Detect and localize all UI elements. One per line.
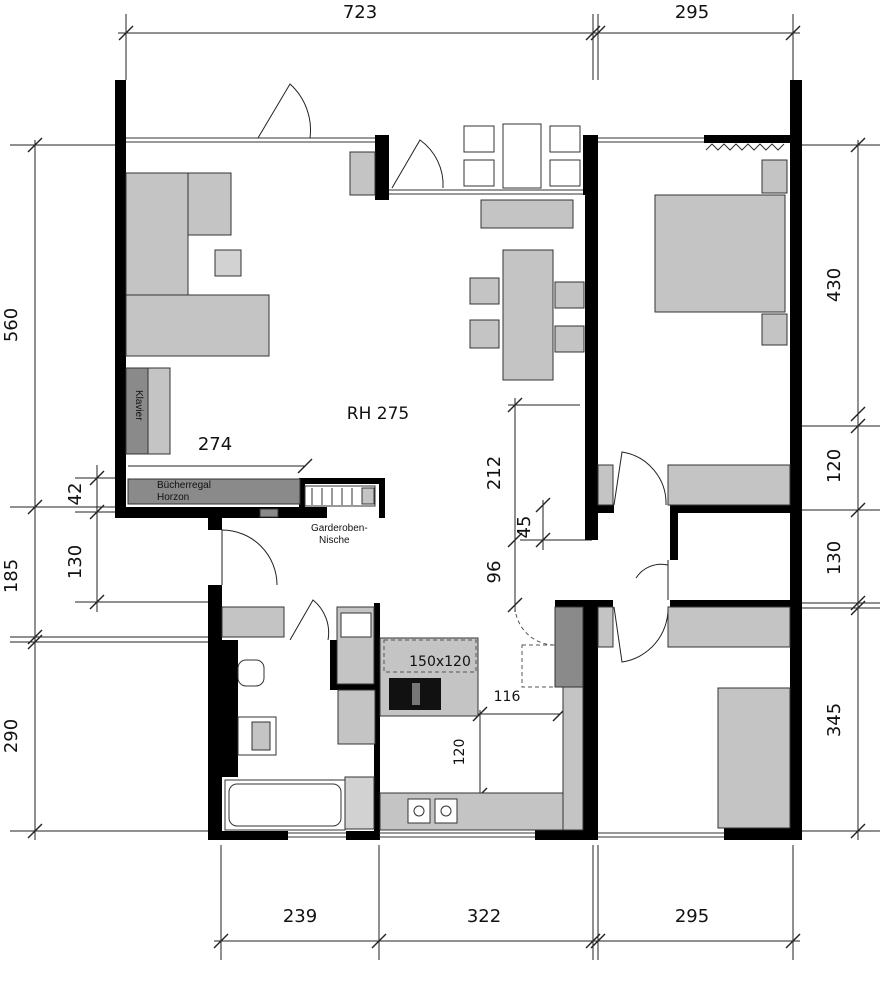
island-size-label: 150x120 [409, 654, 471, 670]
dim-right-upper: 430 [824, 268, 845, 302]
furniture [125, 123, 791, 831]
bookshelf-label-1: Bücherregal [157, 480, 211, 491]
dimension-lines [10, 14, 880, 960]
dim-right-130: 130 [824, 541, 845, 575]
doors [221, 83, 669, 688]
walls [115, 80, 802, 840]
dim-inner-116: 116 [494, 689, 521, 705]
dim-right-120: 120 [824, 449, 845, 483]
dimension-labels: 723 295 239 322 295 560 185 290 42 130 4… [1, 2, 845, 927]
dim-bottom-right: 295 [675, 906, 709, 927]
dim-inner-120: 120 [452, 739, 468, 766]
bed [654, 194, 786, 313]
dim-inner-212: 212 [484, 456, 505, 490]
dim-right-lower: 345 [824, 703, 845, 737]
dim-inner-96: 96 [484, 561, 505, 584]
side-table [214, 249, 242, 277]
room-height-label: RH 275 [347, 404, 409, 424]
wardrobe-label-2: Nische [319, 535, 350, 546]
piano-label: Klavier [133, 390, 144, 421]
bookshelf [127, 478, 301, 505]
dim-left-42: 42 [65, 483, 86, 506]
dim-inner-45: 45 [514, 516, 535, 539]
dim-left-130: 130 [65, 545, 86, 579]
dim-top-left: 723 [343, 2, 377, 23]
dim-bottom-middle: 322 [467, 906, 501, 927]
dim-top-right: 295 [675, 2, 709, 23]
dining-table [502, 249, 554, 381]
dim-left-lower: 290 [1, 719, 22, 753]
dim-inner-274: 274 [198, 434, 232, 455]
dim-bottom-left: 239 [283, 906, 317, 927]
wardrobe-label-1: Garderoben- [311, 523, 368, 534]
dim-left-middle: 185 [1, 559, 22, 593]
room-labels: RH 275 Klavier Bücherregal Horzon Garder… [133, 390, 471, 670]
windows [126, 137, 785, 838]
dim-left-upper: 560 [1, 308, 22, 342]
bookshelf-label-2: Horzon [157, 492, 189, 503]
